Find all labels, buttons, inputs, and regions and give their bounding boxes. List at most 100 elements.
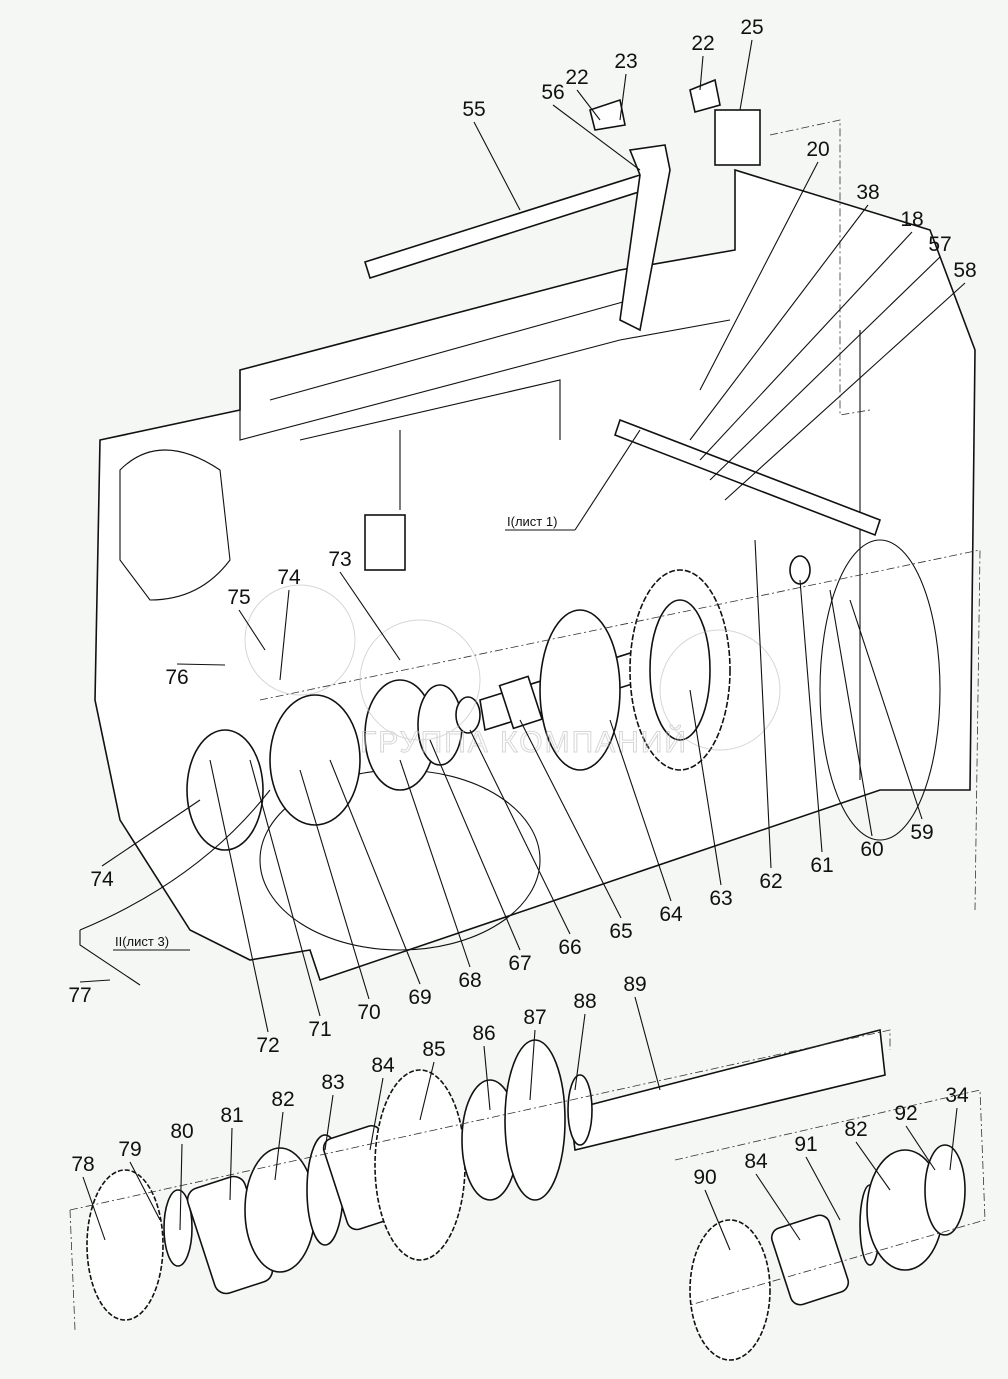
leader-line — [176, 663, 226, 666]
part-label-61: 61 — [810, 854, 833, 877]
leader-line — [519, 719, 622, 919]
leader-line — [324, 1094, 334, 1151]
intermediate-shaft-assembly — [79, 555, 811, 986]
part-label-65: 65 — [609, 920, 632, 943]
leader-line — [949, 1107, 958, 1171]
part-label-23: 23 — [614, 50, 637, 73]
part-label-38: 38 — [856, 181, 879, 204]
sheet-references: I(лист 1) II(лист 3) — [113, 429, 641, 951]
part-label-62: 62 — [759, 870, 782, 893]
part-label-90: 90 — [693, 1166, 716, 1189]
part-label-60: 60 — [860, 838, 883, 861]
part-label-57: 57 — [928, 233, 951, 256]
part-label-63: 63 — [709, 887, 732, 910]
leader-line — [79, 979, 111, 983]
leader-line — [274, 1111, 284, 1181]
part-label-71: 71 — [308, 1018, 331, 1041]
part-labels: 2223222556552038185758747576737472717069… — [68, 16, 976, 1189]
part-label-84: 84 — [371, 1054, 395, 1077]
part-label-80: 80 — [170, 1120, 193, 1143]
leader-line — [704, 1189, 731, 1251]
leader-line — [369, 1077, 384, 1151]
leader-line — [279, 589, 290, 681]
leader-line — [689, 689, 722, 886]
leader-line — [754, 539, 772, 869]
leader-line — [689, 204, 869, 441]
leader-line — [699, 231, 913, 461]
part-label-64: 64 — [659, 903, 683, 926]
leader-line — [339, 571, 401, 661]
part-label-25: 25 — [740, 16, 763, 39]
part-label-68: 68 — [458, 969, 481, 992]
reverse-gear-assembly — [689, 1144, 966, 1361]
leader-line — [609, 719, 672, 902]
part-label-77: 77 — [68, 984, 91, 1007]
part-label-79: 79 — [118, 1138, 141, 1161]
part-label-72: 72 — [256, 1034, 279, 1057]
leader-line — [576, 89, 601, 121]
leader-line — [299, 769, 370, 1000]
leader-line — [529, 1029, 536, 1101]
part-label-22: 22 — [691, 32, 714, 55]
part-label-56: 56 — [541, 81, 564, 104]
leader-line — [755, 1173, 801, 1241]
part-label-82: 82 — [271, 1088, 294, 1111]
leader-line — [699, 55, 704, 91]
part-label-66: 66 — [558, 936, 581, 959]
leader-line — [399, 759, 471, 968]
part-label-83: 83 — [321, 1071, 344, 1094]
reference-sheet-1: I(лист 1) — [507, 514, 557, 529]
watermark-text: ГРУППА КОМПАНИЙ — [360, 725, 688, 759]
leader-line — [179, 1143, 183, 1231]
part-label-69: 69 — [408, 986, 431, 1009]
part-label-76: 76 — [165, 666, 188, 689]
part-label-92: 92 — [894, 1102, 917, 1125]
leader-line — [229, 1127, 233, 1201]
part-label-73: 73 — [328, 548, 351, 571]
leader-line — [699, 161, 819, 391]
leader-line — [829, 589, 873, 837]
part-label-22: 22 — [565, 66, 588, 89]
part-label-88: 88 — [573, 990, 596, 1013]
part-label-81: 81 — [220, 1104, 243, 1127]
part-label-74: 74 — [90, 868, 114, 891]
leader-line — [905, 1125, 936, 1171]
leader-line — [724, 282, 966, 501]
part-label-18: 18 — [900, 208, 923, 231]
part-label-78: 78 — [71, 1153, 94, 1176]
part-label-70: 70 — [357, 1001, 380, 1024]
leader-line — [101, 799, 201, 867]
leader-line — [209, 759, 269, 1033]
leader-line — [238, 609, 266, 651]
leader-line — [855, 1141, 891, 1191]
leader-line — [552, 104, 641, 171]
part-label-34: 34 — [945, 1084, 969, 1107]
leader-line — [709, 256, 941, 481]
part-label-85: 85 — [422, 1038, 445, 1061]
leader-line — [619, 73, 627, 121]
leader-line — [634, 996, 661, 1091]
leader-line — [473, 121, 521, 211]
leader-line — [429, 739, 521, 951]
part-label-86: 86 — [472, 1022, 495, 1045]
part-label-67: 67 — [508, 952, 531, 975]
part-label-87: 87 — [523, 1006, 546, 1029]
leader-lines — [79, 39, 966, 1251]
shift-rod-assembly — [363, 78, 882, 537]
gearbox-housing — [94, 168, 976, 982]
main-shaft-assembly — [86, 1028, 886, 1321]
leader-line — [82, 1176, 106, 1241]
part-label-74: 74 — [277, 566, 301, 589]
leader-line — [249, 759, 321, 1017]
part-label-75: 75 — [227, 586, 250, 609]
part-label-82: 82 — [844, 1118, 867, 1141]
part-label-55: 55 — [462, 98, 485, 121]
leader-line — [129, 1161, 161, 1221]
leader-line — [574, 1013, 586, 1091]
leader-line — [483, 1045, 491, 1111]
part-label-91: 91 — [794, 1133, 817, 1156]
leader-line — [329, 759, 421, 985]
leader-line — [799, 579, 823, 853]
